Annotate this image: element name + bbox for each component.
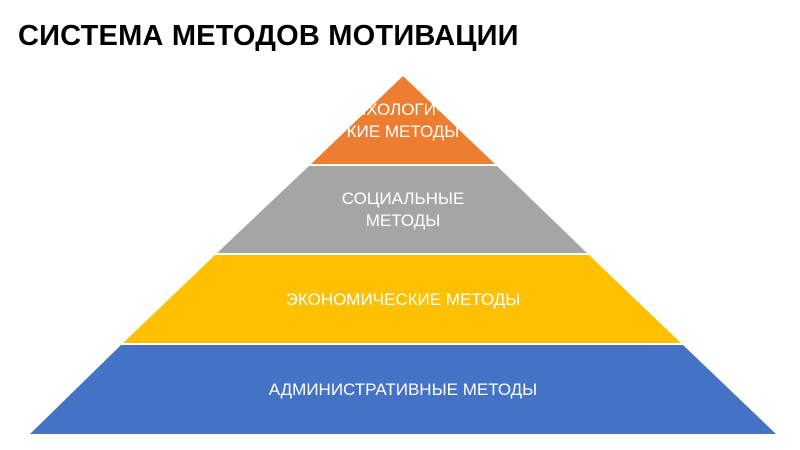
tier-economic-shape — [122, 254, 682, 344]
tier-social-shape — [216, 165, 588, 254]
pyramid-tier-social: СОЦИАЛЬНЫЕ МЕТОДЫ — [216, 165, 588, 254]
tier-psychological-shape — [310, 76, 496, 165]
tier-social-label-line-2: МЕТОДЫ — [366, 211, 441, 230]
tier-economic-label: ЭКОНОМИЧЕСКИЕ МЕТОДЫ — [286, 290, 521, 309]
tier-psychological-label-line-1: ПСИХОЛОГИЧЕС- — [330, 100, 477, 119]
tier-social-label-line-1: СОЦИАЛЬНЫЕ — [342, 189, 465, 208]
pyramid-tier-economic: ЭКОНОМИЧЕСКИЕ МЕТОДЫ — [122, 254, 682, 344]
pyramid-tier-psychological: ПСИХОЛОГИЧЕС- КИЕ МЕТОДЫ — [310, 76, 496, 165]
tier-psychological-label-line-2: КИЕ МЕТОДЫ — [347, 122, 460, 141]
pyramid-tier-administrative: АДМИНИСТРАТИВНЫЕ МЕТОДЫ — [30, 344, 776, 434]
slide-title: СИСТЕМА МЕТОДОВ МОТИВАЦИИ — [18, 20, 519, 52]
tier-administrative-label: АДМИНИСТРАТИВНЫЕ МЕТОДЫ — [269, 380, 537, 399]
tier-administrative-shape — [30, 344, 776, 434]
